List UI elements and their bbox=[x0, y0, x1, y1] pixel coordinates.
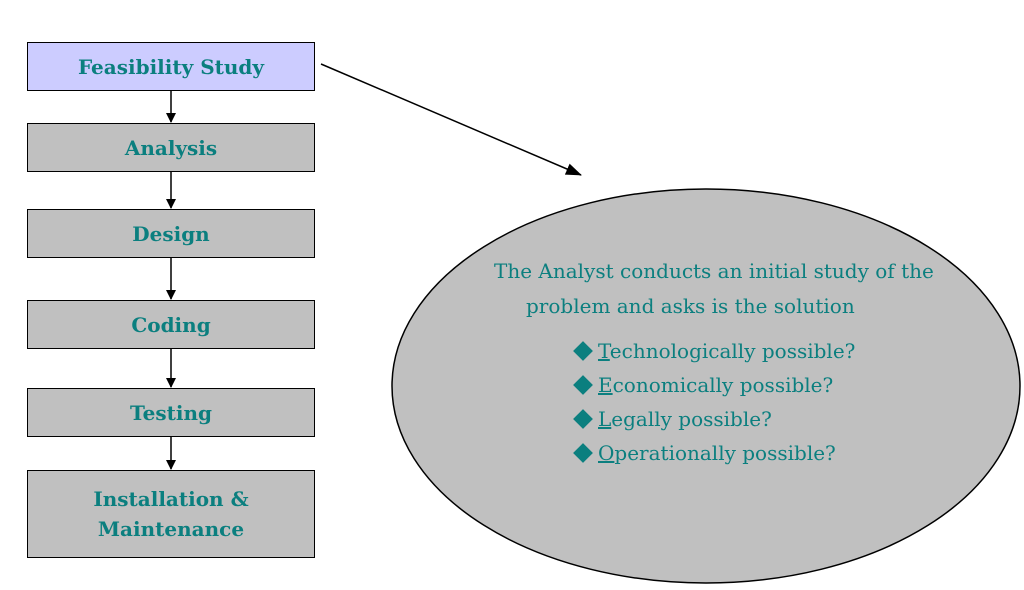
step-coding-label: Coding bbox=[131, 312, 211, 337]
question-operational-text: Operationally possible? bbox=[598, 436, 836, 470]
step-installation-line2: Maintenance bbox=[97, 517, 245, 541]
step-coding: Coding bbox=[27, 300, 315, 349]
question-operational: Operationally possible? bbox=[572, 436, 964, 470]
step-feasibility-study-label: Feasibility Study bbox=[77, 54, 265, 79]
diamond-bullet-icon bbox=[573, 375, 593, 395]
step-testing-label: Testing bbox=[130, 400, 212, 425]
question-technological-initial: T bbox=[598, 339, 610, 363]
question-technological-rest: echnologically possible? bbox=[609, 339, 856, 363]
diamond-bullet-icon bbox=[573, 443, 593, 463]
question-economic-initial: E bbox=[598, 373, 613, 397]
diamond-bullet-icon bbox=[573, 341, 593, 361]
step-installation-maintenance-label: Installation & Maintenance bbox=[93, 484, 248, 544]
question-legal-rest: egally possible? bbox=[611, 407, 772, 431]
question-legal-initial: L bbox=[598, 407, 612, 431]
callout-ellipse bbox=[391, 188, 1021, 584]
feasibility-questions: Technologically possible? Economically p… bbox=[494, 334, 964, 470]
question-operational-initial: O bbox=[598, 441, 615, 465]
step-feasibility-study: Feasibility Study bbox=[27, 42, 315, 91]
question-economic: Economically possible? bbox=[572, 368, 964, 402]
step-analysis: Analysis bbox=[27, 123, 315, 172]
step-design-label: Design bbox=[132, 221, 210, 246]
step-installation-line1: Installation & bbox=[93, 487, 249, 511]
question-legal: Legally possible? bbox=[572, 402, 964, 436]
step-installation-maintenance: Installation & Maintenance bbox=[27, 470, 315, 558]
question-technological: Technologically possible? bbox=[572, 334, 964, 368]
question-economic-rest: conomically possible? bbox=[612, 373, 834, 397]
diamond-bullet-icon bbox=[573, 409, 593, 429]
step-testing: Testing bbox=[27, 388, 315, 437]
question-technological-text: Technologically possible? bbox=[598, 334, 855, 368]
step-design: Design bbox=[27, 209, 315, 258]
callout-description: The Analyst conducts an initial study of… bbox=[494, 259, 934, 318]
callout-content: The Analyst conducts an initial study of… bbox=[494, 254, 964, 470]
question-legal-text: Legally possible? bbox=[598, 402, 772, 436]
arrow-feasibility-to-callout bbox=[320, 63, 582, 176]
question-economic-text: Economically possible? bbox=[598, 368, 833, 402]
question-operational-rest: perationally possible? bbox=[614, 441, 836, 465]
step-analysis-label: Analysis bbox=[124, 135, 218, 160]
